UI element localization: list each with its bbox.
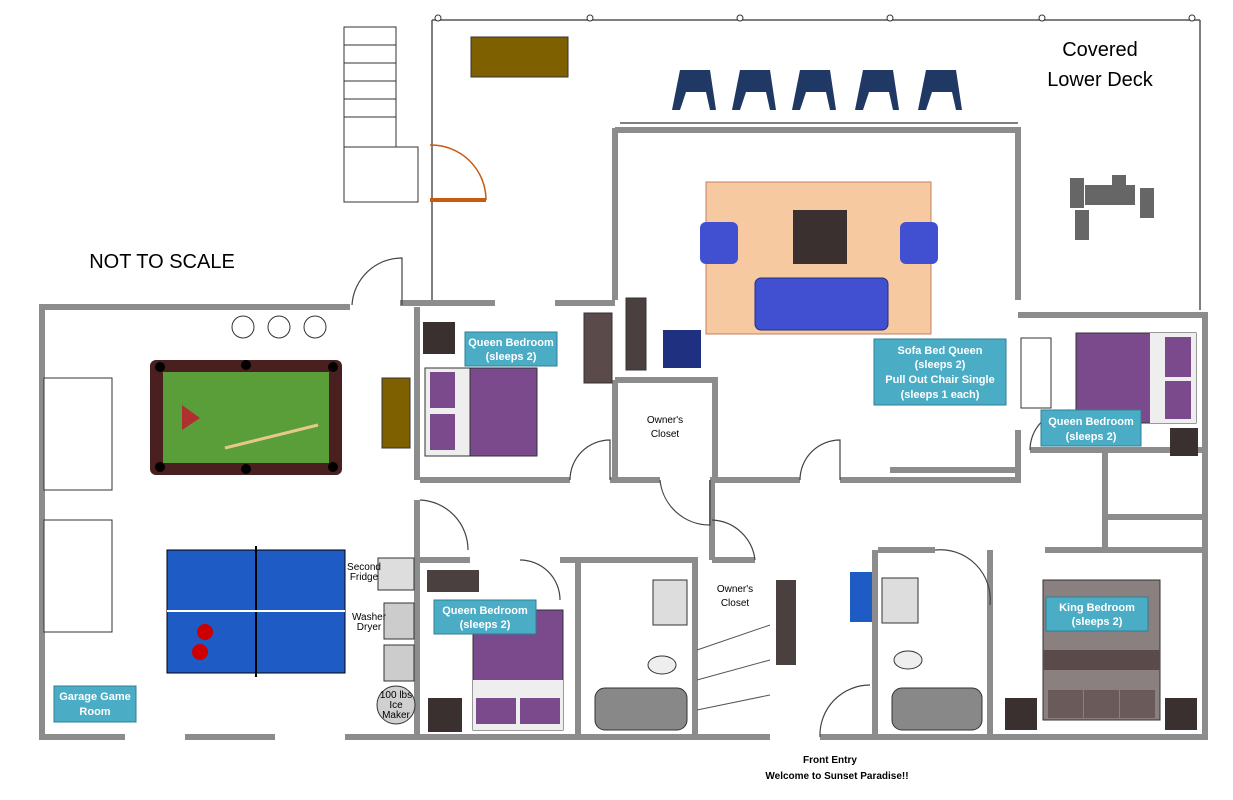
svg-text:(sleeps 2): (sleeps 2) — [486, 351, 537, 363]
bathroom-2 — [850, 572, 983, 731]
garage-door-2 — [43, 519, 113, 633]
label-king-bedroom: King Bedroom (sleeps 2) — [1045, 596, 1149, 632]
patio-table-set — [1070, 175, 1154, 240]
svg-text:Sofa Bed Queen: Sofa Bed Queen — [898, 345, 983, 357]
svg-text:Washer: Washer — [352, 612, 387, 623]
living-area — [663, 181, 938, 368]
owners-closet-1: Owner's Closet — [647, 415, 683, 440]
stools — [231, 315, 327, 339]
label-garage-game-room: Garage Game Room — [53, 685, 137, 723]
pool-table — [150, 360, 342, 475]
svg-text:100 lbs: 100 lbs — [380, 690, 412, 701]
not-to-scale-note: NOT TO SCALE — [89, 251, 235, 273]
svg-text:Owner's: Owner's — [647, 415, 683, 426]
svg-text:(sleeps 2): (sleeps 2) — [460, 619, 511, 631]
queen-bed-1 — [423, 322, 538, 457]
label-queen-bedroom-2: Queen Bedroom (sleeps 2) — [1040, 409, 1142, 447]
welcome-text: Welcome to Sunset Paradise!! — [765, 771, 908, 782]
label-queen-bedroom-3: Queen Bedroom (sleeps 2) — [433, 599, 537, 635]
svg-text:King Bedroom: King Bedroom — [1059, 602, 1135, 614]
appliances: Second Fridge Washer Dryer 100 lbs Ice M… — [347, 557, 416, 725]
svg-text:Queen Bedroom: Queen Bedroom — [442, 605, 528, 617]
svg-text:Closet: Closet — [721, 598, 750, 609]
svg-text:Maker: Maker — [382, 710, 410, 721]
svg-text:Ice: Ice — [389, 700, 403, 711]
svg-text:Room: Room — [79, 706, 110, 718]
deck-title-2: Lower Deck — [1047, 69, 1154, 91]
exterior-stairs — [343, 26, 419, 203]
dresser — [583, 312, 613, 384]
svg-text:(sleeps 2): (sleeps 2) — [915, 359, 966, 371]
svg-text:Dryer: Dryer — [357, 622, 382, 633]
svg-text:Owner's: Owner's — [717, 584, 753, 595]
tv-stand — [625, 297, 647, 371]
front-entry-label: Front Entry — [803, 755, 857, 766]
label-sofa-bed: Sofa Bed Queen (sleeps 2) Pull Out Chair… — [873, 338, 1007, 406]
svg-text:Closet: Closet — [651, 429, 680, 440]
svg-text:Garage Game: Garage Game — [59, 691, 131, 703]
label-queen-bedroom-1: Queen Bedroom (sleeps 2) — [464, 331, 558, 367]
ping-pong-table — [166, 546, 346, 677]
svg-text:(sleeps 1 each): (sleeps 1 each) — [901, 389, 980, 401]
svg-text:Queen Bedroom: Queen Bedroom — [468, 337, 554, 349]
svg-text:Second: Second — [347, 562, 381, 573]
svg-text:(sleeps 2): (sleeps 2) — [1066, 431, 1117, 443]
deck-title: Covered — [1062, 39, 1138, 61]
svg-text:Fridge: Fridge — [350, 572, 379, 583]
svg-text:(sleeps 2): (sleeps 2) — [1072, 616, 1123, 628]
bathroom-1 — [594, 579, 796, 731]
covered-deck: Covered Lower Deck — [431, 14, 1201, 310]
deck-door[interactable] — [429, 144, 487, 201]
queen-bed-3 — [427, 570, 564, 732]
walls — [39, 127, 1208, 740]
garage-door-1 — [43, 377, 113, 491]
interior-stairs — [696, 624, 771, 711]
owners-closet-2: Owner's Closet — [717, 584, 753, 609]
adirondack-chairs — [672, 70, 962, 110]
svg-text:Queen Bedroom: Queen Bedroom — [1048, 416, 1134, 428]
deck-bench — [470, 36, 569, 78]
svg-text:Pull Out Chair Single: Pull Out Chair Single — [885, 374, 994, 386]
queen-bed-2 — [1020, 332, 1198, 456]
bar-cabinet — [381, 377, 411, 449]
